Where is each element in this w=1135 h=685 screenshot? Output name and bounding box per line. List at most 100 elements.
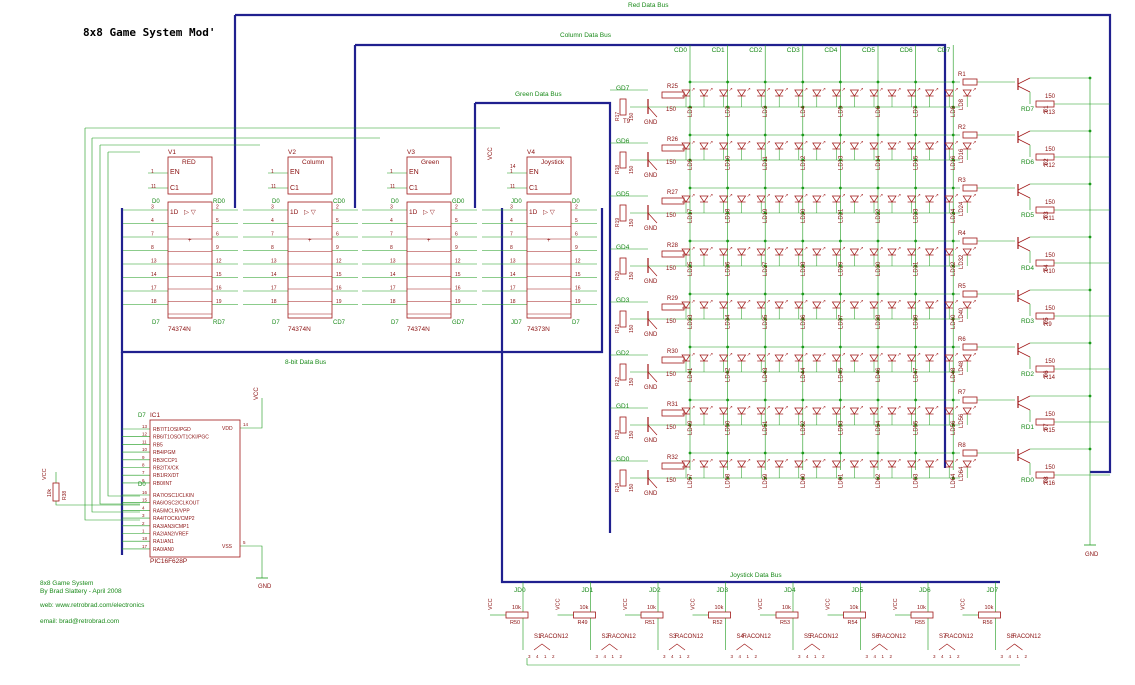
latch-c1: C1 bbox=[170, 185, 179, 192]
green-gnd: GND bbox=[644, 385, 658, 391]
gd-label: GD7 bbox=[616, 85, 630, 92]
switch-name: S5 bbox=[804, 634, 812, 640]
latch-pin-num: 18 bbox=[390, 299, 396, 305]
led-triangle bbox=[906, 460, 917, 468]
led-ray: ↗ bbox=[822, 299, 826, 305]
switch-pin: 1 bbox=[949, 654, 952, 659]
led-triangle bbox=[906, 142, 917, 150]
led-ray: ↗ bbox=[729, 405, 733, 411]
column-label: CD5 bbox=[862, 47, 875, 54]
switch-pin: 2 bbox=[755, 654, 758, 659]
led-triangle bbox=[812, 248, 822, 256]
gd-label: GD2 bbox=[616, 350, 630, 357]
led-ray: ↗ bbox=[747, 140, 751, 146]
red-top-res-name: R2 bbox=[958, 125, 966, 131]
junction-dot bbox=[914, 317, 917, 321]
red-res-body bbox=[1035, 153, 1055, 161]
led-label: LD18 bbox=[726, 208, 732, 223]
latch-in0: JD0 bbox=[511, 199, 522, 205]
led-triangle bbox=[774, 460, 784, 468]
latch-label: Joystick bbox=[541, 159, 565, 166]
led-ray: ↗ bbox=[935, 352, 939, 358]
led-label: LD25 bbox=[688, 261, 694, 276]
red-top-res bbox=[962, 184, 978, 192]
led-ray: ↗ bbox=[972, 405, 976, 411]
led-label: LD20 bbox=[801, 208, 807, 223]
green-res-value: 150 bbox=[666, 425, 677, 431]
latch-pin-oe: 1 bbox=[510, 169, 513, 175]
latch-pin-oe: 1 bbox=[390, 169, 393, 175]
mcu-pin-name: RB6/T1OSO/T1CKI/PGC bbox=[153, 435, 209, 441]
bus-label-8bit: 8-bit Data Bus bbox=[285, 359, 327, 366]
latch-pin-num: 5 bbox=[575, 218, 578, 224]
led-triangle bbox=[681, 407, 691, 415]
led-label: LD15 bbox=[914, 155, 920, 170]
switch-name: S4 bbox=[737, 634, 745, 640]
mcu-pin-name: RA3/AN3/CMP1 bbox=[153, 524, 189, 530]
latch-pin-num: 15 bbox=[455, 272, 461, 278]
led-triangle bbox=[756, 195, 766, 203]
junction-dot bbox=[839, 264, 842, 268]
switch-pin: 4 bbox=[941, 654, 944, 659]
led-triangle bbox=[962, 301, 972, 309]
led-label-end: LD16 bbox=[959, 148, 965, 163]
led-triangle bbox=[962, 460, 972, 468]
r38-body bbox=[52, 482, 60, 502]
r38-vcc: VCC bbox=[42, 468, 48, 480]
led-ray: ↗ bbox=[784, 405, 788, 411]
info-title: 8x8 Game System bbox=[40, 580, 94, 587]
latch-in0: D0 bbox=[272, 199, 280, 205]
jd-label: JD5 bbox=[852, 587, 864, 594]
led-triangle bbox=[849, 142, 860, 150]
bus-lines bbox=[120, 13, 1112, 584]
info-email: email: brad@retrobrad.com bbox=[40, 618, 120, 625]
gd-label: GD4 bbox=[616, 244, 630, 251]
led-label: LD55 bbox=[914, 420, 920, 435]
latch-pin-num: 3 bbox=[390, 205, 393, 211]
green-res-name: R29 bbox=[667, 296, 679, 302]
latch-d: 1D bbox=[409, 209, 418, 216]
latch-pin-num: 6 bbox=[575, 232, 578, 238]
latch-pin-num: 9 bbox=[216, 245, 219, 251]
latch-pin-num: 12 bbox=[336, 259, 342, 265]
junction-dot bbox=[801, 398, 805, 402]
joy-res-value: 10k bbox=[850, 605, 859, 611]
led-triangle bbox=[681, 301, 691, 309]
led-label: LD2 bbox=[726, 105, 732, 117]
led-triangle bbox=[906, 301, 917, 309]
led-label: LD30 bbox=[876, 261, 882, 276]
junction-dot bbox=[876, 292, 880, 296]
junction-dot bbox=[951, 80, 955, 84]
red-res-body bbox=[1035, 471, 1055, 479]
led-triangle bbox=[887, 354, 897, 362]
latch-pin-num: 6 bbox=[216, 232, 219, 238]
junction-dot bbox=[876, 211, 880, 215]
junction-dot bbox=[763, 292, 767, 296]
led-ray: ↗ bbox=[766, 140, 770, 146]
led-label: LD26 bbox=[726, 261, 732, 276]
joy-res-value: 10k bbox=[580, 605, 589, 611]
led-ray: ↗ bbox=[841, 140, 845, 146]
latch-pin-num: 14 bbox=[390, 272, 396, 278]
switch-pin: 1 bbox=[882, 654, 885, 659]
junction-dot bbox=[839, 398, 842, 402]
bus-label-green: Green Data Bus bbox=[515, 91, 562, 98]
mcu-d0: D0 bbox=[138, 482, 146, 488]
led-label: LD54 bbox=[876, 420, 882, 435]
green-base-res bbox=[619, 310, 627, 328]
led-ray: ↗ bbox=[822, 246, 826, 252]
led-ray: ↗ bbox=[691, 352, 695, 358]
rd-label: RD0 bbox=[1021, 477, 1034, 484]
junction-dot bbox=[839, 105, 842, 109]
led-ray: ↗ bbox=[897, 87, 901, 93]
mcu-pin-num: 13 bbox=[142, 424, 148, 429]
switch-name: S1 bbox=[534, 634, 542, 640]
junction-dot bbox=[914, 133, 917, 137]
red-res-name: R9 bbox=[1044, 322, 1052, 328]
led-triangle bbox=[869, 89, 879, 97]
green-base-res bbox=[619, 469, 627, 487]
latch-pin-num: 8 bbox=[151, 245, 154, 251]
led-triangle bbox=[756, 142, 766, 150]
led-ray: ↗ bbox=[747, 87, 751, 93]
